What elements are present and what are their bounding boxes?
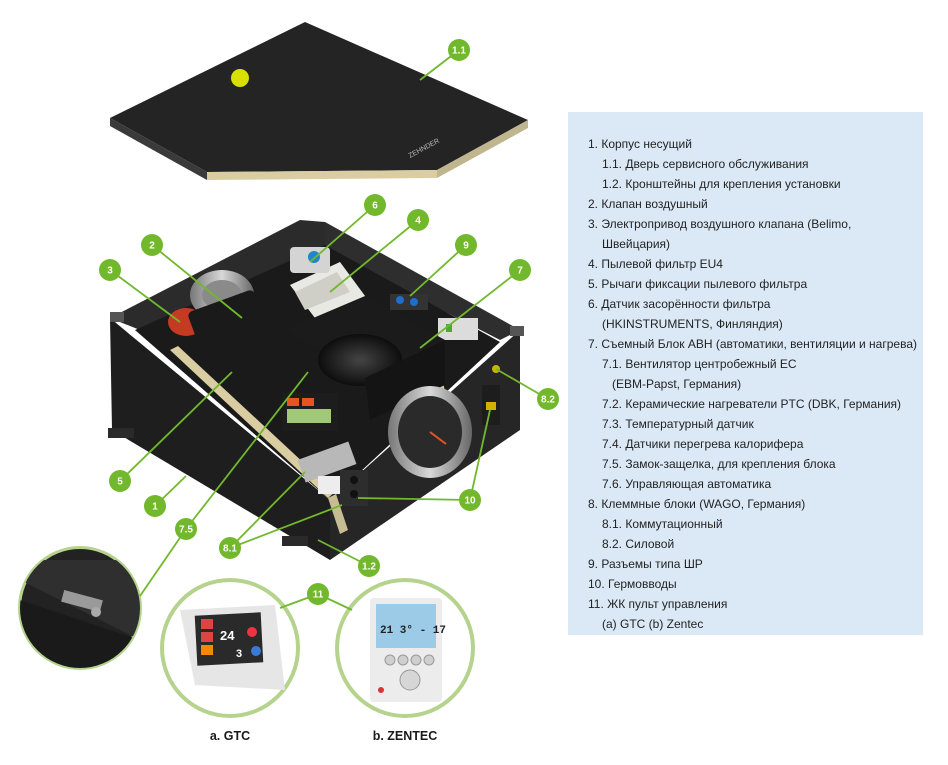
- service-door-lid: ZEHNDER: [110, 22, 528, 180]
- caption-zentec: b. ZENTEC: [373, 729, 438, 743]
- callout-8-2: 8.2: [537, 388, 559, 410]
- callout-3: 3: [99, 259, 121, 281]
- callout-8-1: 8.1: [219, 537, 241, 559]
- legend-item: 1.1. Дверь сервисного обслуживания: [602, 157, 809, 171]
- svg-text:7: 7: [517, 266, 523, 277]
- zentec-panel-circle: 21 3° - 17: [335, 578, 475, 718]
- svg-text:11: 11: [313, 590, 324, 601]
- svg-text:2: 2: [149, 241, 155, 252]
- caption-gtc: a. GTC: [210, 729, 250, 743]
- callout-5: 5: [109, 470, 131, 492]
- svg-text:10: 10: [464, 496, 476, 507]
- legend-item: 2. Клапан воздушный: [588, 197, 708, 211]
- svg-text:3: 3: [107, 266, 113, 277]
- svg-text:8.1: 8.1: [223, 544, 237, 555]
- legend-item: 7.2. Керамические нагреватели PTC (DBK, …: [602, 397, 902, 411]
- legend-item: 4. Пылевой фильтр EU4: [588, 257, 723, 271]
- svg-text:5: 5: [117, 477, 123, 488]
- legend-item: (EBM-Papst, Германия): [612, 377, 742, 391]
- gtc-screen-small: 3: [236, 648, 242, 660]
- supply-duct: [388, 386, 472, 478]
- component-legend: 1. Корпус несущий 1.1. Дверь сервисного о…: [568, 112, 923, 635]
- legend-item: 1.2. Кронштейны для крепления установки: [602, 177, 841, 191]
- control-board: [282, 393, 338, 431]
- legend-item: 9. Разъемы типа ШР: [588, 557, 703, 571]
- callout-1-2: 1.2: [358, 555, 380, 577]
- legend-item: 7.1. Вентилятор центробежный ЕС: [602, 357, 797, 371]
- legend-item: 8.2. Силовой: [602, 537, 675, 551]
- gtc-screen-temp: 24: [220, 628, 235, 643]
- callout-7-5: 7.5: [175, 518, 197, 540]
- svg-text:8.2: 8.2: [541, 395, 555, 406]
- callout-1: 1: [144, 495, 166, 517]
- legend-item: Швейцария): [602, 237, 671, 251]
- svg-text:7.5: 7.5: [179, 525, 193, 536]
- avn-removable-block: [285, 296, 445, 420]
- legend-item: 1. Корпус несущий: [588, 137, 692, 151]
- terminal-block-power: [482, 385, 500, 425]
- callout-10: 10: [459, 489, 481, 511]
- callout-bubbles: 1.1 6 4 2 9 3 7 8.2 5 1 10 7.5 8.1 1.2 1…: [99, 39, 559, 605]
- cable-gland: [340, 470, 368, 506]
- gtc-panel-circle: 24 3: [160, 578, 300, 718]
- legend-item: 7. Съемный Блок АВН (автоматики, вентиля…: [588, 337, 917, 351]
- callout-2: 2: [141, 234, 163, 256]
- svg-text:9: 9: [463, 241, 469, 252]
- svg-text:4: 4: [415, 216, 421, 227]
- legend-item: 11. ЖК пульт управления: [588, 597, 728, 611]
- mount-bracket: [282, 536, 308, 546]
- legend-item: 7.3. Температурный датчик: [602, 417, 754, 431]
- connectors-shr: [390, 294, 478, 340]
- svg-text:1.1: 1.1: [452, 46, 466, 57]
- legend-item: 5. Рычаги фиксации пылевого фильтра: [588, 277, 808, 291]
- legend-item: 7.5. Замок-защелка, для крепления блока: [602, 457, 836, 471]
- legend-list: 1. Корпус несущий 1.1. Дверь сервисного о…: [588, 134, 917, 634]
- legend-item: 8. Клеммные блоки (WAGO, Германия): [588, 497, 806, 511]
- callout-4: 4: [407, 209, 429, 231]
- legend-item: 3. Электропривод воздушного клапана (Bel…: [588, 217, 852, 231]
- svg-text:6: 6: [372, 201, 378, 212]
- callout-9: 9: [455, 234, 477, 256]
- legend-item: 8.1. Коммутационный: [602, 517, 723, 531]
- callout-11: 11: [307, 583, 329, 605]
- zentec-screen-digits: 21 3° - 17: [380, 625, 446, 637]
- svg-text:1.2: 1.2: [362, 562, 376, 573]
- legend-item: 6. Датчик засорённости фильтра: [588, 297, 771, 311]
- legend-item: (HKINSTRUMENTS, Финляндия): [602, 317, 783, 331]
- svg-text:1: 1: [152, 502, 158, 513]
- callout-6: 6: [364, 194, 386, 216]
- legend-item: 7.4. Датчики перегрева калорифера: [602, 437, 804, 451]
- legend-item: 10. Гермовводы: [588, 577, 677, 591]
- callout-7: 7: [509, 259, 531, 281]
- legend-item: 7.6. Управляющая автоматика: [602, 477, 772, 491]
- mount-bracket: [108, 428, 134, 438]
- legend-item: (a) GTC (b) Zentec: [602, 617, 704, 631]
- damper-actuator: [168, 290, 262, 340]
- latch-zoom-detail: [18, 546, 142, 670]
- callout-1-1: 1.1: [448, 39, 470, 61]
- brand-logo-icon: [231, 69, 249, 87]
